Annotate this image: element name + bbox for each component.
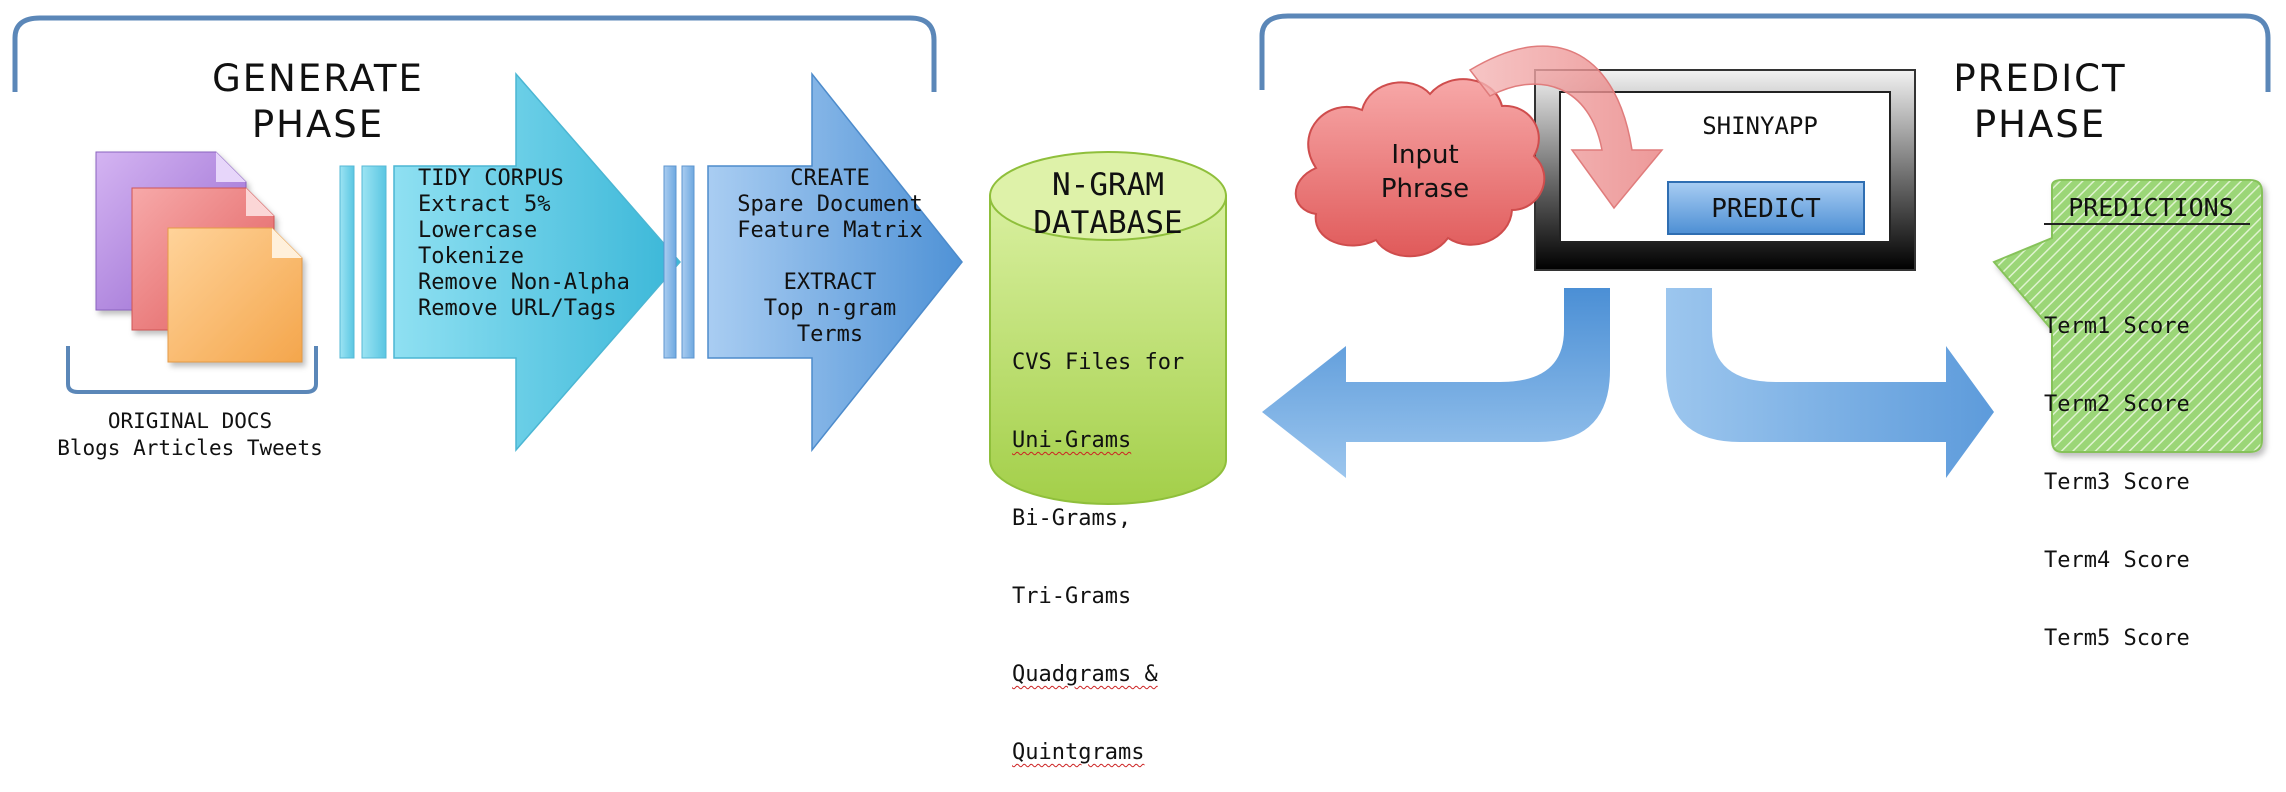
documents-brace — [66, 346, 318, 394]
predict-button[interactable]: PREDICT — [1711, 194, 1821, 224]
original-docs-label: ORIGINAL DOCS Blogs Articles Tweets — [57, 409, 323, 460]
workflow-diagram — [12, 13, 2271, 505]
predictions-list: Term1 Score Term2 Score Term3 Score Term… — [2044, 262, 2244, 678]
documents-icon — [95, 151, 303, 363]
tidy-corpus-steps: TIDY CORPUS Extract 5% Lowercase Tokeniz… — [418, 166, 630, 321]
prediction-item: Term1 Score — [2044, 314, 2190, 339]
generate-phase-title: GENERATE PHASE — [212, 57, 424, 146]
predict-phase-brace — [1259, 13, 2271, 92]
create-bar-1 — [663, 165, 677, 359]
database-file-item: Tri-Grams — [1012, 584, 1132, 609]
ngram-database-cylinder — [989, 151, 1227, 505]
database-files-intro: CVS Files for — [1012, 350, 1185, 375]
predictions-box — [1992, 179, 2263, 453]
database-title: N-GRAM DATABASE — [1033, 167, 1183, 241]
tidy-corpus-bar-2 — [361, 165, 387, 359]
input-to-predict-arrow — [1468, 45, 1664, 210]
create-extract-arrow — [707, 71, 963, 453]
input-phrase-cloud — [1294, 78, 1546, 258]
tidy-corpus-arrow — [393, 71, 681, 453]
database-file-item: Uni-Grams — [1012, 428, 1132, 453]
shinyapp-label: SHINYAPP — [1702, 112, 1818, 140]
database-file-item: Bi-Grams, — [1012, 506, 1132, 531]
predictions-title: PREDICTIONS — [2068, 193, 2234, 222]
input-phrase-label: Input Phrase — [1380, 140, 1470, 204]
flow-to-database-arrow — [1262, 288, 1610, 478]
predict-phase-title: PREDICT PHASE — [1953, 57, 2127, 146]
create-bar-2 — [681, 165, 695, 359]
prediction-item: Term2 Score — [2044, 392, 2190, 417]
database-file-item: Quintgrams — [1012, 740, 1145, 765]
tidy-corpus-bar-1 — [339, 165, 355, 359]
database-files: CVS Files for Uni-Grams Bi-Grams, Tri-Gr… — [1012, 298, 1222, 792]
prediction-item: Term5 Score — [2044, 626, 2190, 651]
generate-phase-brace — [12, 15, 937, 92]
prediction-item: Term4 Score — [2044, 548, 2190, 573]
prediction-item: Term3 Score — [2044, 470, 2190, 495]
create-extract-steps: CREATE Spare Document Feature Matrix EXT… — [737, 166, 923, 347]
database-file-item: Quadgrams & — [1012, 662, 1158, 687]
predict-button-shape — [1667, 181, 1865, 235]
flow-to-predictions-arrow — [1666, 288, 1994, 478]
